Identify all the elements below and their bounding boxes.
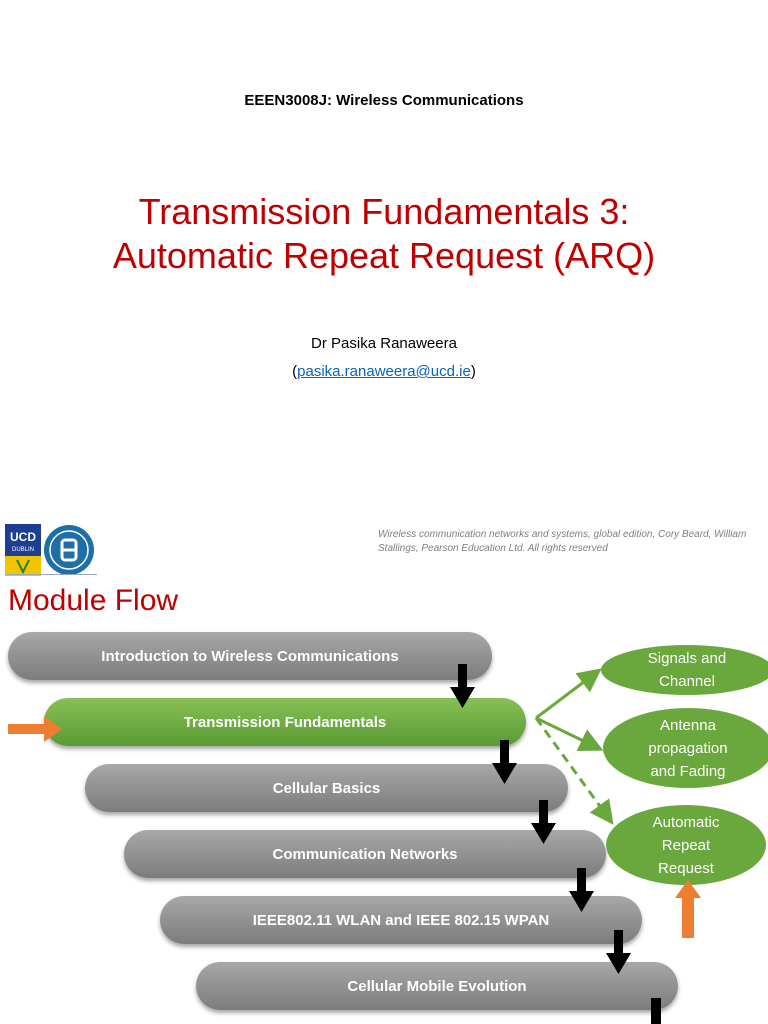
subtopic-arq: Automatic Repeat Request (606, 805, 766, 885)
lecture-title-line-1: Transmission Fundamentals 3: (138, 191, 630, 232)
module-flow-slide: UCD DUBLIN Wireless communication networ… (0, 512, 768, 1024)
subtopic-antenna-line-3: and Fading (650, 762, 726, 780)
textbook-citation: Wireless communication networks and syst… (378, 529, 747, 554)
subtopic-signals-channel: Signals and Channel (601, 645, 768, 695)
subtopic-antenna-line-1: Antenna (660, 716, 716, 734)
branch-arrows (534, 668, 614, 825)
module-flow-title: Module Flow (8, 584, 179, 617)
subtopic-arq-line-1: Automatic (652, 813, 720, 831)
author-email-line: (pasika.ranaweera@ucd.ie) (0, 363, 768, 380)
down-arrow-2 (492, 740, 517, 784)
down-arrow-1 (450, 664, 475, 708)
header-divider (5, 574, 97, 575)
module-bar-cellular-basics: Cellular Basics (85, 764, 568, 812)
subtopic-arq-line-2: Repeat (661, 836, 711, 854)
current-module-arrow (8, 716, 62, 742)
ucd-logo: UCD DUBLIN (5, 524, 41, 576)
current-topic-arrow (675, 880, 701, 938)
down-arrow-4 (569, 868, 594, 912)
university-logos: UCD DUBLIN (5, 522, 97, 578)
subtopic-arq-line-3: Request (658, 859, 714, 877)
partner-university-seal (44, 525, 94, 575)
down-arrow-3 (531, 800, 556, 844)
module-bar-cellular-evolution: Cellular Mobile Evolution (196, 962, 678, 1010)
course-code: EEEN3008J: Wireless Communications (244, 92, 524, 109)
ucd-logo-subtext: DUBLIN (12, 547, 34, 553)
author-email-link[interactable]: pasika.ranaweera@ucd.ie (297, 363, 471, 380)
subtopic-antenna-propagation: Antenna propagation and Fading (603, 708, 768, 788)
flow-arrows (8, 664, 701, 1024)
down-arrow-6 (651, 998, 661, 1024)
module-bar-communication-networks: Communication Networks (124, 830, 606, 878)
lecture-title: Transmission Fundamentals 3: Automatic R… (0, 190, 768, 278)
author-name: Dr Pasika Ranaweera (311, 335, 457, 352)
lecture-title-line-2: Automatic Repeat Request (ARQ) (112, 235, 656, 276)
subtopic-antenna-line-2: propagation (648, 739, 728, 757)
module-bar-introduction: Introduction to Wireless Communications (8, 632, 492, 680)
subtopic-signals-line-1: Signals and (647, 650, 727, 667)
down-arrow-5 (606, 930, 631, 974)
ucd-logo-text: UCD (10, 530, 36, 544)
title-slide: EEEN3008J: Wireless Communications Trans… (0, 92, 768, 380)
email-open-paren: ( (292, 363, 298, 380)
module-bar-wlan-wpan: IEEE802.11 WLAN and IEEE 802.15 WPAN (160, 896, 642, 944)
subtopic-signals-line-2: Channel (659, 673, 715, 690)
email-close-paren: ) (470, 363, 476, 380)
module-bar-transmission-fundamentals: Transmission Fundamentals (44, 698, 526, 746)
